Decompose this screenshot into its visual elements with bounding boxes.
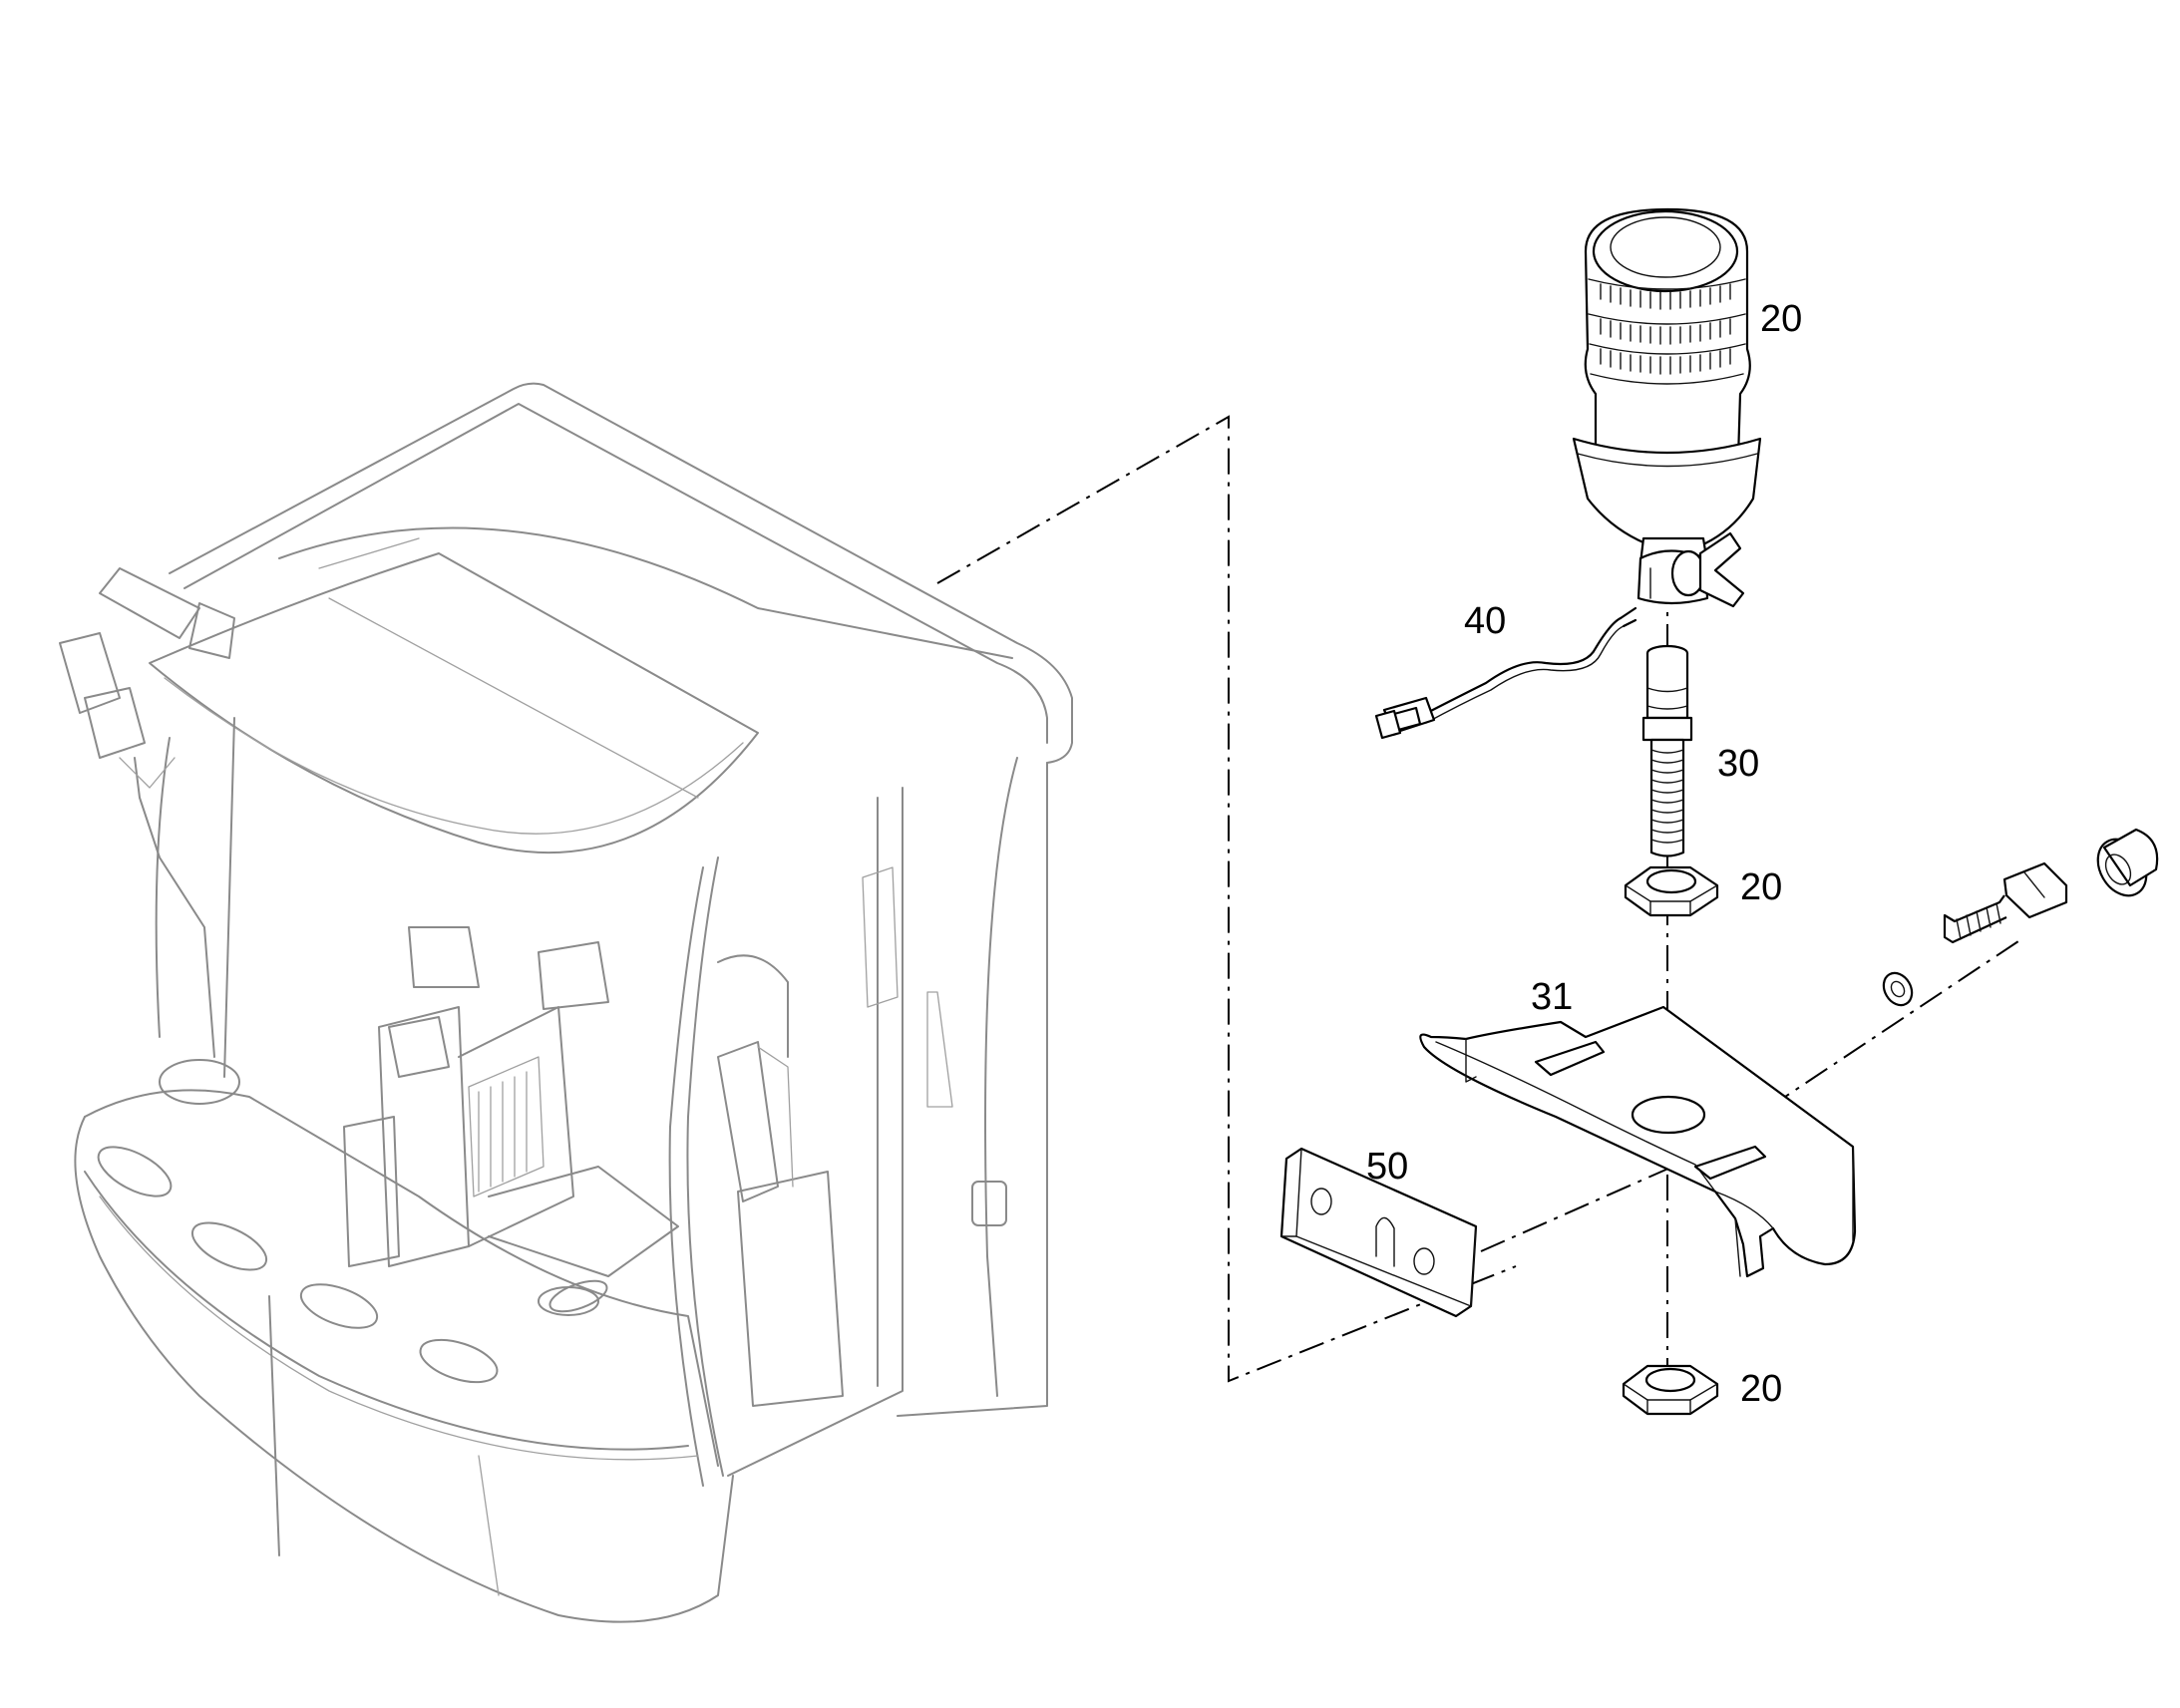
part-beacon-20 — [1572, 207, 1762, 608]
callout-bracket: 31 — [1531, 976, 1573, 1018]
callout-cable: 40 — [1464, 600, 1506, 642]
leader-lines — [936, 415, 2025, 1383]
callout-beacon: 20 — [1760, 298, 1802, 340]
callout-mast: 30 — [1717, 743, 1759, 785]
vehicle-cab-illustration — [59, 382, 1073, 1623]
part-plate-50 — [1279, 1147, 1478, 1318]
callout-labels: 20 40 30 20 31 50 20 — [1366, 298, 1802, 1410]
part-cap-nut — [2096, 828, 2159, 897]
part-cable-40 — [1374, 606, 1637, 740]
callout-nut-lower: 20 — [1740, 1368, 1782, 1410]
callout-nut-upper: 20 — [1740, 866, 1782, 908]
callout-plate: 50 — [1366, 1146, 1408, 1188]
part-bracket-31 — [1419, 1005, 1857, 1278]
part-nut-lower-20 — [1622, 1364, 1719, 1416]
part-nut-upper-20 — [1624, 865, 1719, 917]
part-bolt — [1943, 861, 2068, 944]
part-mast-30 — [1641, 644, 1693, 857]
part-washer — [1882, 971, 1914, 1007]
